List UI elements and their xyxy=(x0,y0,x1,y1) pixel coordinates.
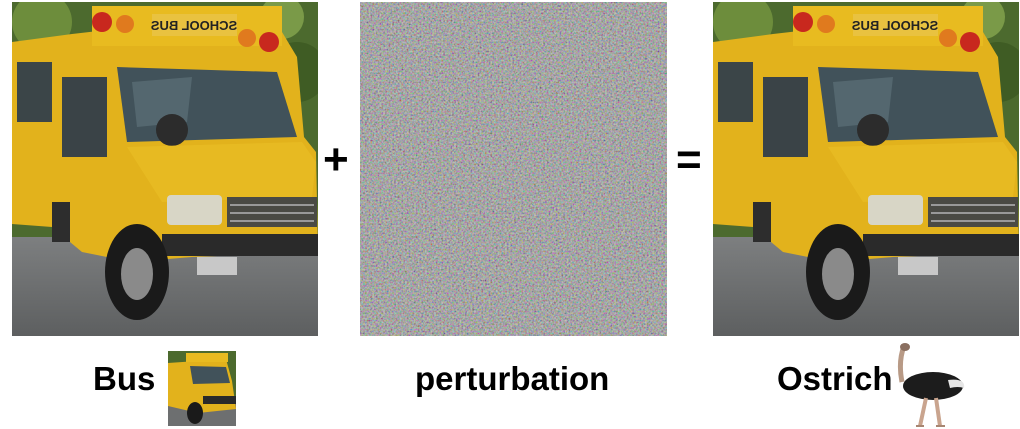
bus-sign-text-adversarial: SCHOOL BUS xyxy=(851,18,938,33)
equals-operator: = xyxy=(676,135,702,184)
original-bus-image: SCHOOL BUS xyxy=(12,2,318,336)
bus-sign-text: SCHOOL BUS xyxy=(150,18,237,33)
perturbation-label: perturbation xyxy=(415,360,610,397)
bus-illustration: SCHOOL BUS xyxy=(12,2,318,336)
original-label: Bus xyxy=(93,360,156,397)
bus-thumbnail-icon xyxy=(168,351,236,426)
plus-operator: + xyxy=(323,135,349,184)
bus-illustration-adversarial: SCHOOL BUS xyxy=(713,2,1019,336)
adversarial-bus-image: SCHOOL BUS xyxy=(713,2,1019,336)
perturbation-noise-image xyxy=(360,2,667,336)
adversarial-label: Ostrich xyxy=(777,360,893,397)
ostrich-icon xyxy=(888,342,968,428)
noise-pattern xyxy=(360,2,667,336)
